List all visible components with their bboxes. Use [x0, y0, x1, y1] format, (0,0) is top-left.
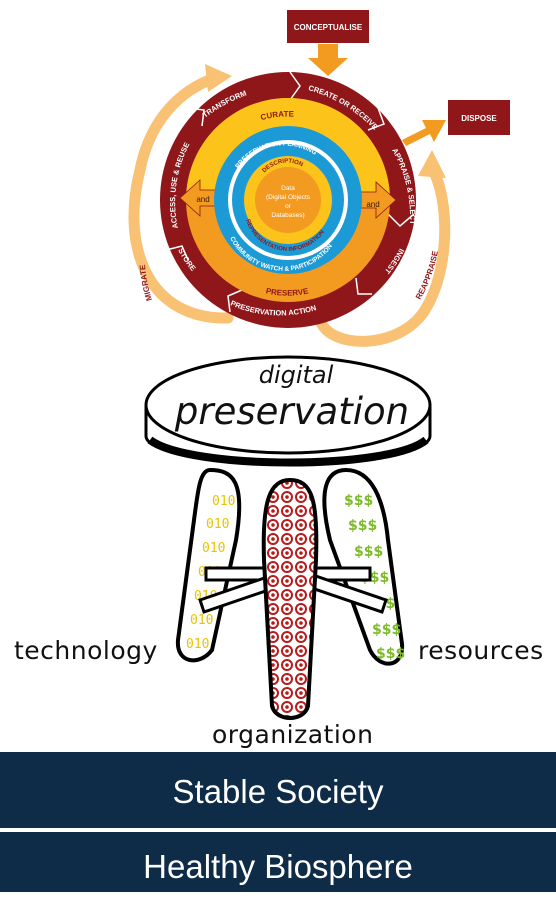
migrate-arrowhead: [205, 64, 232, 92]
svg-text:$$$: $$$: [376, 646, 405, 662]
svg-text:$$$: $$$: [344, 493, 373, 509]
leg-organization: [261, 477, 319, 720]
preserve-label: PRESERVE: [265, 286, 310, 297]
dispose-box: [448, 100, 510, 135]
conceptualise-arrow: [308, 44, 348, 76]
svg-text:010: 010: [212, 494, 235, 509]
svg-text:010: 010: [186, 637, 209, 652]
stable-society-bar: Stable Society: [0, 752, 556, 828]
reappraise-arrowhead: [418, 150, 446, 178]
seat-top: [144, 355, 432, 455]
and-label-left: and: [196, 195, 209, 204]
core-line-1: Data: [281, 185, 295, 192]
and-label-right: and: [366, 200, 379, 209]
core-line-4: Databases): [271, 212, 304, 219]
svg-text:$$$: $$$: [354, 544, 383, 560]
seat-label-digital: digital: [259, 361, 334, 389]
data-core-text: Data (Digital Objects or Databases): [266, 185, 311, 219]
resources-label: resources: [418, 636, 544, 665]
svg-text:010: 010: [202, 541, 225, 556]
reappraise-arrow: [314, 162, 451, 347]
organization-label: organization: [212, 720, 374, 749]
svg-text:010: 010: [190, 613, 213, 628]
data-core: [255, 167, 321, 233]
leg-technology: 010 010 010 010 010 010 010: [175, 467, 242, 663]
stable-society-label: Stable Society: [172, 773, 384, 810]
conceptualise-box: [287, 10, 369, 43]
stool: 010 010 010 010 010 010 010 $$$ $$$ $$$ …: [144, 355, 432, 720]
lifecycle-model: CONCEPTUALISE DISPOSE MIGRATE REAPPRAISE…: [128, 10, 510, 347]
healthy-biosphere-label: Healthy Biosphere: [143, 848, 413, 885]
svg-text:$$$: $$$: [372, 622, 401, 638]
healthy-biosphere-bar: Healthy Biosphere: [0, 832, 556, 892]
binary-pattern: 010 010 010 010 010 010 010: [186, 494, 235, 652]
svg-text:$$$: $$$: [348, 518, 377, 534]
conceptualise-label: CONCEPTUALISE: [294, 23, 363, 32]
migrate-arrow: [128, 72, 234, 324]
outer-ring-dividers: [165, 71, 415, 313]
seat-label-preservation: preservation: [174, 390, 409, 433]
dispose-arrow: [402, 120, 446, 146]
core-line-2: (Digital Objects: [266, 194, 311, 201]
svg-text:010: 010: [206, 517, 229, 532]
technology-label: technology: [14, 636, 158, 665]
dispose-label: DISPOSE: [461, 114, 497, 123]
core-line-3: or: [285, 203, 292, 210]
seat-shadow: [147, 436, 429, 467]
